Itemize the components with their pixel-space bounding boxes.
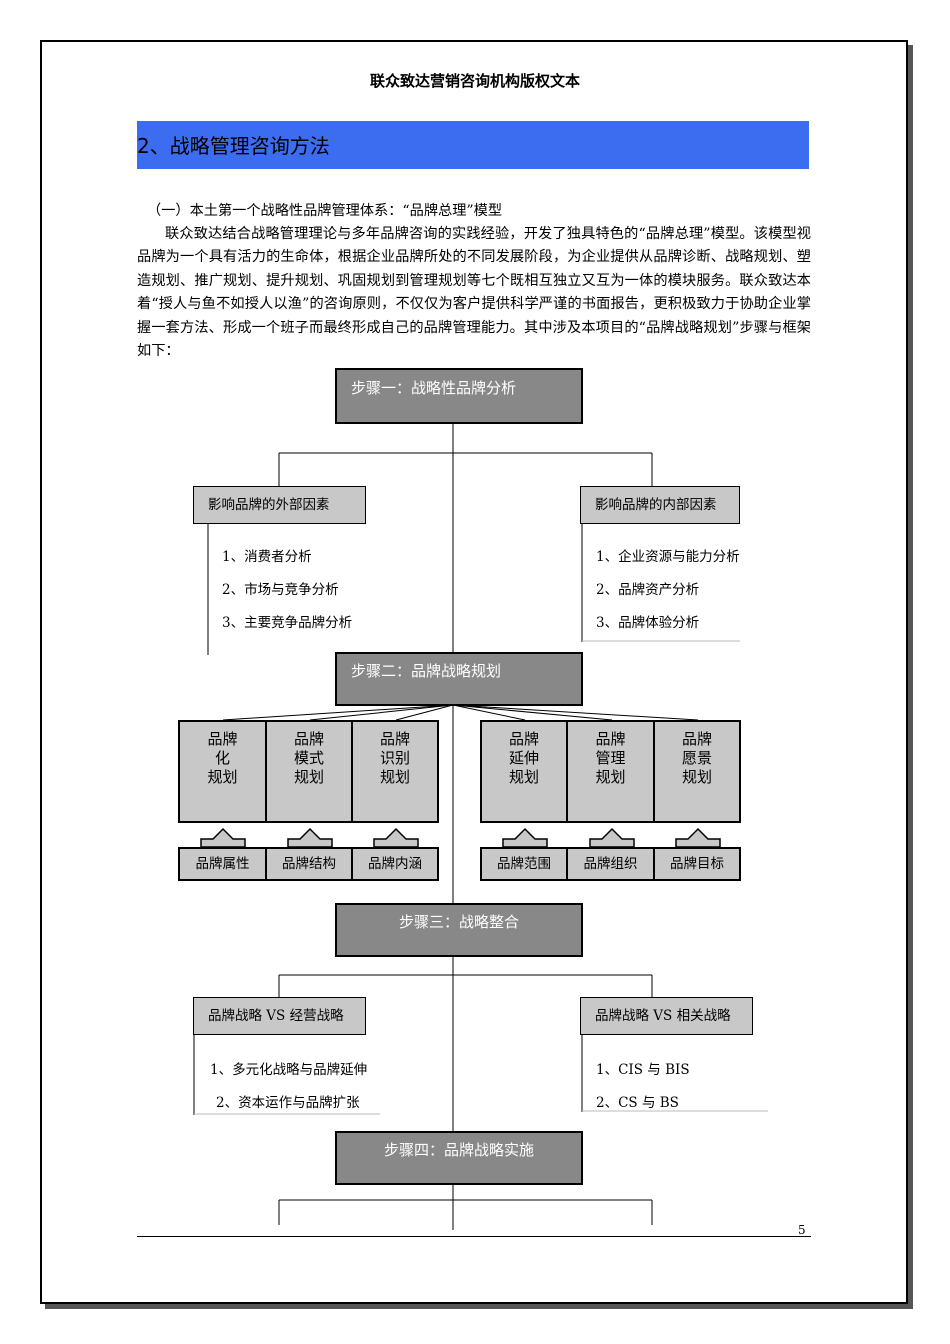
tag-connotation: 品牌内涵: [351, 847, 439, 881]
plan-box-vision: 品牌 愿景 规划: [653, 720, 741, 823]
document-header: 联众致达营销咨询机构版权文本: [369, 72, 580, 90]
plan-line: 品牌: [207, 730, 238, 748]
tag-goal: 品牌目标: [653, 847, 741, 881]
plan-box-management: 品牌 管理 规划: [566, 720, 655, 823]
list-item: 2、资本运作与品牌扩张: [216, 1095, 360, 1111]
plan-line: 化: [214, 749, 230, 767]
list-item: 2、品牌资产分析: [596, 582, 700, 598]
external-factors-box: 影响品牌的外部因素: [193, 486, 366, 524]
step1-box: 步骤一：战略性品牌分析: [335, 368, 583, 424]
plan-line: 品牌: [379, 730, 410, 748]
tag-attribute: 品牌属性: [178, 847, 267, 881]
list-item: 1、多元化战略与品牌延伸: [210, 1062, 368, 1078]
plan-box-extension: 品牌 延伸 规划: [480, 720, 568, 823]
plan-line: 管理: [595, 749, 626, 767]
plan-line: 品牌: [293, 730, 324, 748]
tag-scope: 品牌范围: [480, 847, 568, 881]
intro-body: 联众致达结合战略管理理论与多年品牌咨询的实践经验，开发了独具特色的“品牌总理”模…: [137, 226, 811, 360]
list-item: 1、消费者分析: [222, 549, 312, 565]
list-item: 2、市场与竞争分析: [222, 582, 339, 598]
list-item: 3、主要竞争品牌分析: [222, 615, 353, 631]
tag-structure: 品牌结构: [265, 847, 353, 881]
plan-line: 规划: [595, 768, 626, 786]
plan-line: 规划: [293, 768, 324, 786]
intro-subtitle: （一）本土第一个战略性品牌管理体系：“品牌总理”模型: [147, 203, 503, 219]
plan-box-model: 品牌 模式 规划: [265, 720, 353, 823]
plan-line: 规划: [508, 768, 539, 786]
plan-box-identity: 品牌 识别 规划: [351, 720, 439, 823]
step2-box: 步骤二：品牌战略规划: [335, 652, 583, 706]
plan-line: 规划: [681, 768, 712, 786]
internal-factors-box: 影响品牌的内部因素: [580, 486, 740, 524]
plan-line: 品牌: [681, 730, 712, 748]
plan-line: 规划: [207, 768, 238, 786]
step3-box: 步骤三：战略整合: [335, 903, 583, 957]
list-item: 1、企业资源与能力分析: [596, 549, 740, 565]
list-item: 3、品牌体验分析: [596, 615, 700, 631]
plan-line: 延伸: [508, 749, 539, 767]
plan-box-branding: 品牌 化 规划: [178, 720, 267, 823]
plan-line: 规划: [379, 768, 410, 786]
plan-line: 识别: [379, 749, 410, 767]
plan-line: 品牌: [508, 730, 539, 748]
footer-rule: [137, 1236, 811, 1237]
related-strategy-box: 品牌战略 VS 相关战略: [580, 997, 753, 1035]
plan-line: 愿景: [681, 749, 712, 767]
plan-line: 品牌: [595, 730, 626, 748]
list-item: 2、CS 与 BS: [596, 1095, 679, 1111]
business-strategy-box: 品牌战略 VS 经营战略: [193, 997, 366, 1035]
plan-line: 模式: [293, 749, 324, 767]
step4-box: 步骤四：品牌战略实施: [335, 1131, 583, 1185]
tag-organization: 品牌组织: [566, 847, 655, 881]
section-title: 2、战略管理咨询方法: [137, 121, 809, 169]
list-item: 1、CIS 与 BIS: [596, 1062, 690, 1078]
page-number: 5: [798, 1223, 806, 1237]
